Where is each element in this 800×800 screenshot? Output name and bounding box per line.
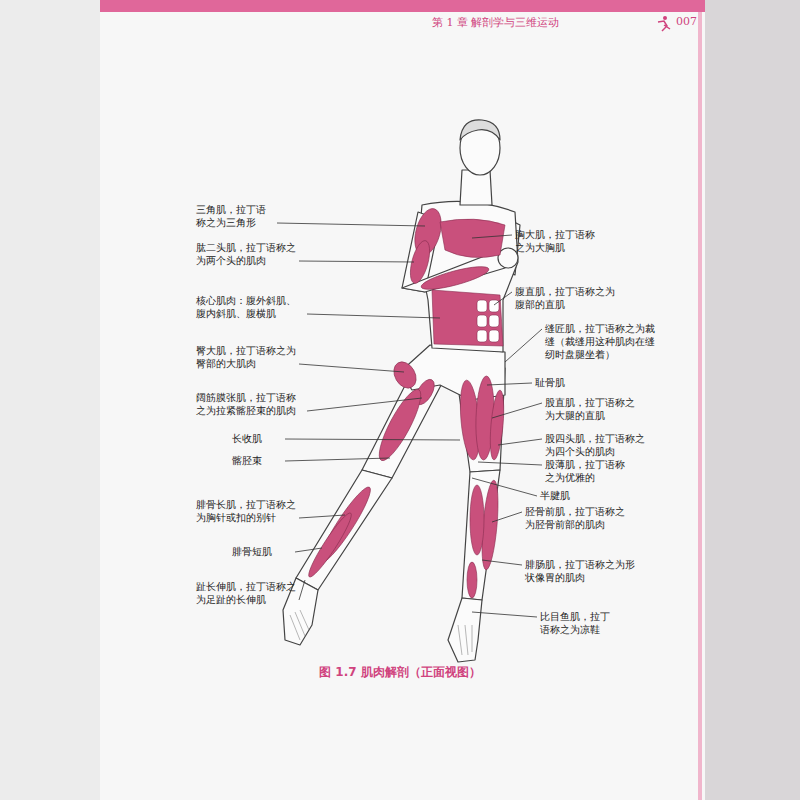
desk-ground (705, 0, 800, 800)
book-page (100, 0, 705, 800)
muscle-label: 缝匠肌，拉丁语称之为裁缝（裁缝用这种肌肉在缝纫时盘腿坐着） (545, 322, 660, 361)
muscle-label: 耻骨肌 (535, 376, 585, 389)
muscle-label: 腓肠肌，拉丁语称之为形状像胃的肌肉 (525, 558, 635, 584)
front-shin (462, 470, 500, 600)
label-slot: 腓肠肌，拉丁语称之为形状像胃的肌肉 (525, 558, 635, 584)
muscle-label: 股四头肌，拉丁语称之为四个头的肌肉 (545, 432, 650, 458)
label-slot: 腹直肌，拉丁语称之为腹部的直肌 (515, 285, 620, 311)
muscle-label: 胸大肌，拉丁语称之为大胸肌 (515, 228, 595, 254)
abs-block (477, 300, 487, 312)
leader-line (478, 462, 542, 465)
label-slot: 趾长伸肌，拉丁语称之为足趾的长伸肌 (196, 580, 296, 606)
leader-line (307, 398, 422, 411)
muscle-label: 胫骨前肌，拉丁语称之为胫骨前部的肌肉 (525, 505, 630, 531)
muscle-label: 髂胫束 (232, 454, 282, 467)
leader-line (498, 439, 542, 445)
leader-line (295, 548, 322, 552)
muscle-label: 阔筋膜张肌，拉丁语称之为拉紧髂胫束的肌肉 (196, 391, 304, 417)
label-slot: 耻骨肌 (535, 376, 585, 389)
leader-line (472, 235, 512, 238)
label-slot: 缝匠肌，拉丁语称之为裁缝（裁缝用这种肌肉在缝纫时盘腿坐着） (545, 322, 660, 361)
leader-line (277, 223, 425, 226)
label-slot: 长收肌 (232, 432, 282, 445)
muscle-label: 三角肌，拉丁语称之为三角形 (196, 203, 274, 229)
muscle-label: 股直肌，拉丁语称之为大腿的直肌 (545, 396, 640, 422)
leader-line (472, 478, 537, 496)
abs-block (477, 315, 487, 327)
label-slot: 三角肌，拉丁语称之为三角形 (196, 203, 274, 229)
core (432, 290, 503, 346)
header-band (100, 0, 705, 12)
label-slot: 股薄肌，拉丁语称之为优雅的 (545, 458, 625, 484)
leader-line (299, 580, 305, 600)
label-slot: 髂胫束 (232, 454, 282, 467)
back-shin (296, 470, 392, 590)
abs-block (477, 330, 487, 342)
label-slot: 比目鱼肌，拉丁语称之为凉鞋 (540, 610, 618, 636)
leader-line (494, 292, 512, 305)
running-header: 第 1 章 解剖学与三维运动 (432, 15, 560, 30)
gastrocnemius (470, 485, 484, 555)
label-slot: 肱二头肌，拉丁语称之为两个头的肌肉 (196, 241, 296, 267)
figure-caption: 图 1.7 肌肉解剖（正面视图） (319, 664, 481, 681)
leader-line (299, 364, 404, 372)
edge-strip (698, 12, 702, 800)
extensor (304, 510, 355, 580)
muscle-label: 腓骨长肌，拉丁语称之为胸针或扣的别针 (196, 498, 296, 524)
label-slot: 腓骨长肌，拉丁语称之为胸针或扣的别针 (196, 498, 296, 524)
muscle-label: 趾长伸肌，拉丁语称之为足趾的长伸肌 (196, 580, 296, 606)
abs-block (489, 315, 499, 327)
muscle-label: 核心肌肉：腹外斜肌、腹内斜肌、腹横肌 (196, 294, 304, 320)
running-header: 007 (676, 15, 697, 28)
muscle-label: 臀大肌，拉丁语称之为臀部的大肌肉 (196, 344, 296, 370)
forearm-muscle (419, 262, 490, 294)
label-slot: 阔筋膜张肌，拉丁语称之为拉紧髂胫束的肌肉 (196, 391, 304, 417)
foot-tendons (290, 610, 309, 640)
label-slot: 股直肌，拉丁语称之为大腿的直肌 (545, 396, 640, 422)
label-slot: 第 1 章 解剖学与三维运动 (432, 15, 560, 30)
label-slot: 臀大肌，拉丁语称之为臀部的大肌肉 (196, 344, 296, 370)
leader-line (285, 439, 460, 440)
muscle-label: 肱二头肌，拉丁语称之为两个头的肌肉 (196, 241, 296, 267)
label-slot: 半腱肌 (540, 489, 590, 502)
leader-line (285, 458, 390, 461)
leader-line (307, 314, 440, 318)
foot-tendons (458, 625, 472, 655)
caption-slot: 图 1.7 肌肉解剖（正面视图） (0, 662, 800, 681)
label-slot: 007 (676, 15, 697, 28)
label-slot: 胸大肌，拉丁语称之为大胸肌 (515, 228, 595, 254)
leader-line (505, 329, 542, 362)
muscle-label: 半腱肌 (540, 489, 590, 502)
muscle-label: 股薄肌，拉丁语称之为优雅的 (545, 458, 625, 484)
gluteus (389, 358, 420, 392)
runner-icon (658, 16, 670, 31)
back-thigh-muscle (372, 385, 427, 465)
label-slot: 胫骨前肌，拉丁语称之为胫骨前部的肌肉 (525, 505, 630, 531)
abs-block (489, 300, 499, 312)
label-slot: 股四头肌，拉丁语称之为四个头的肌肉 (545, 432, 650, 458)
desk-ground (0, 0, 100, 800)
neck (460, 170, 492, 205)
muscle-label: 长收肌 (232, 432, 282, 445)
front-foot (448, 598, 482, 662)
muscle-label: 腓骨短肌 (232, 545, 292, 558)
vastus (488, 390, 506, 461)
leader-line (487, 383, 532, 385)
leader-line (299, 515, 345, 518)
leader-line (492, 403, 542, 418)
hair (460, 120, 500, 140)
soleus (467, 562, 477, 598)
abs-block (489, 330, 499, 342)
muscle-label: 腹直肌，拉丁语称之为腹部的直肌 (515, 285, 620, 311)
leader-line (482, 560, 522, 565)
leader-line (492, 512, 522, 522)
leader-line (299, 261, 414, 262)
label-slot: 腓骨短肌 (232, 545, 292, 558)
label-slot: 核心肌肉：腹外斜肌、腹内斜肌、腹横肌 (196, 294, 304, 320)
muscle-label: 比目鱼肌，拉丁语称之为凉鞋 (540, 610, 618, 636)
leader-line (472, 612, 537, 617)
